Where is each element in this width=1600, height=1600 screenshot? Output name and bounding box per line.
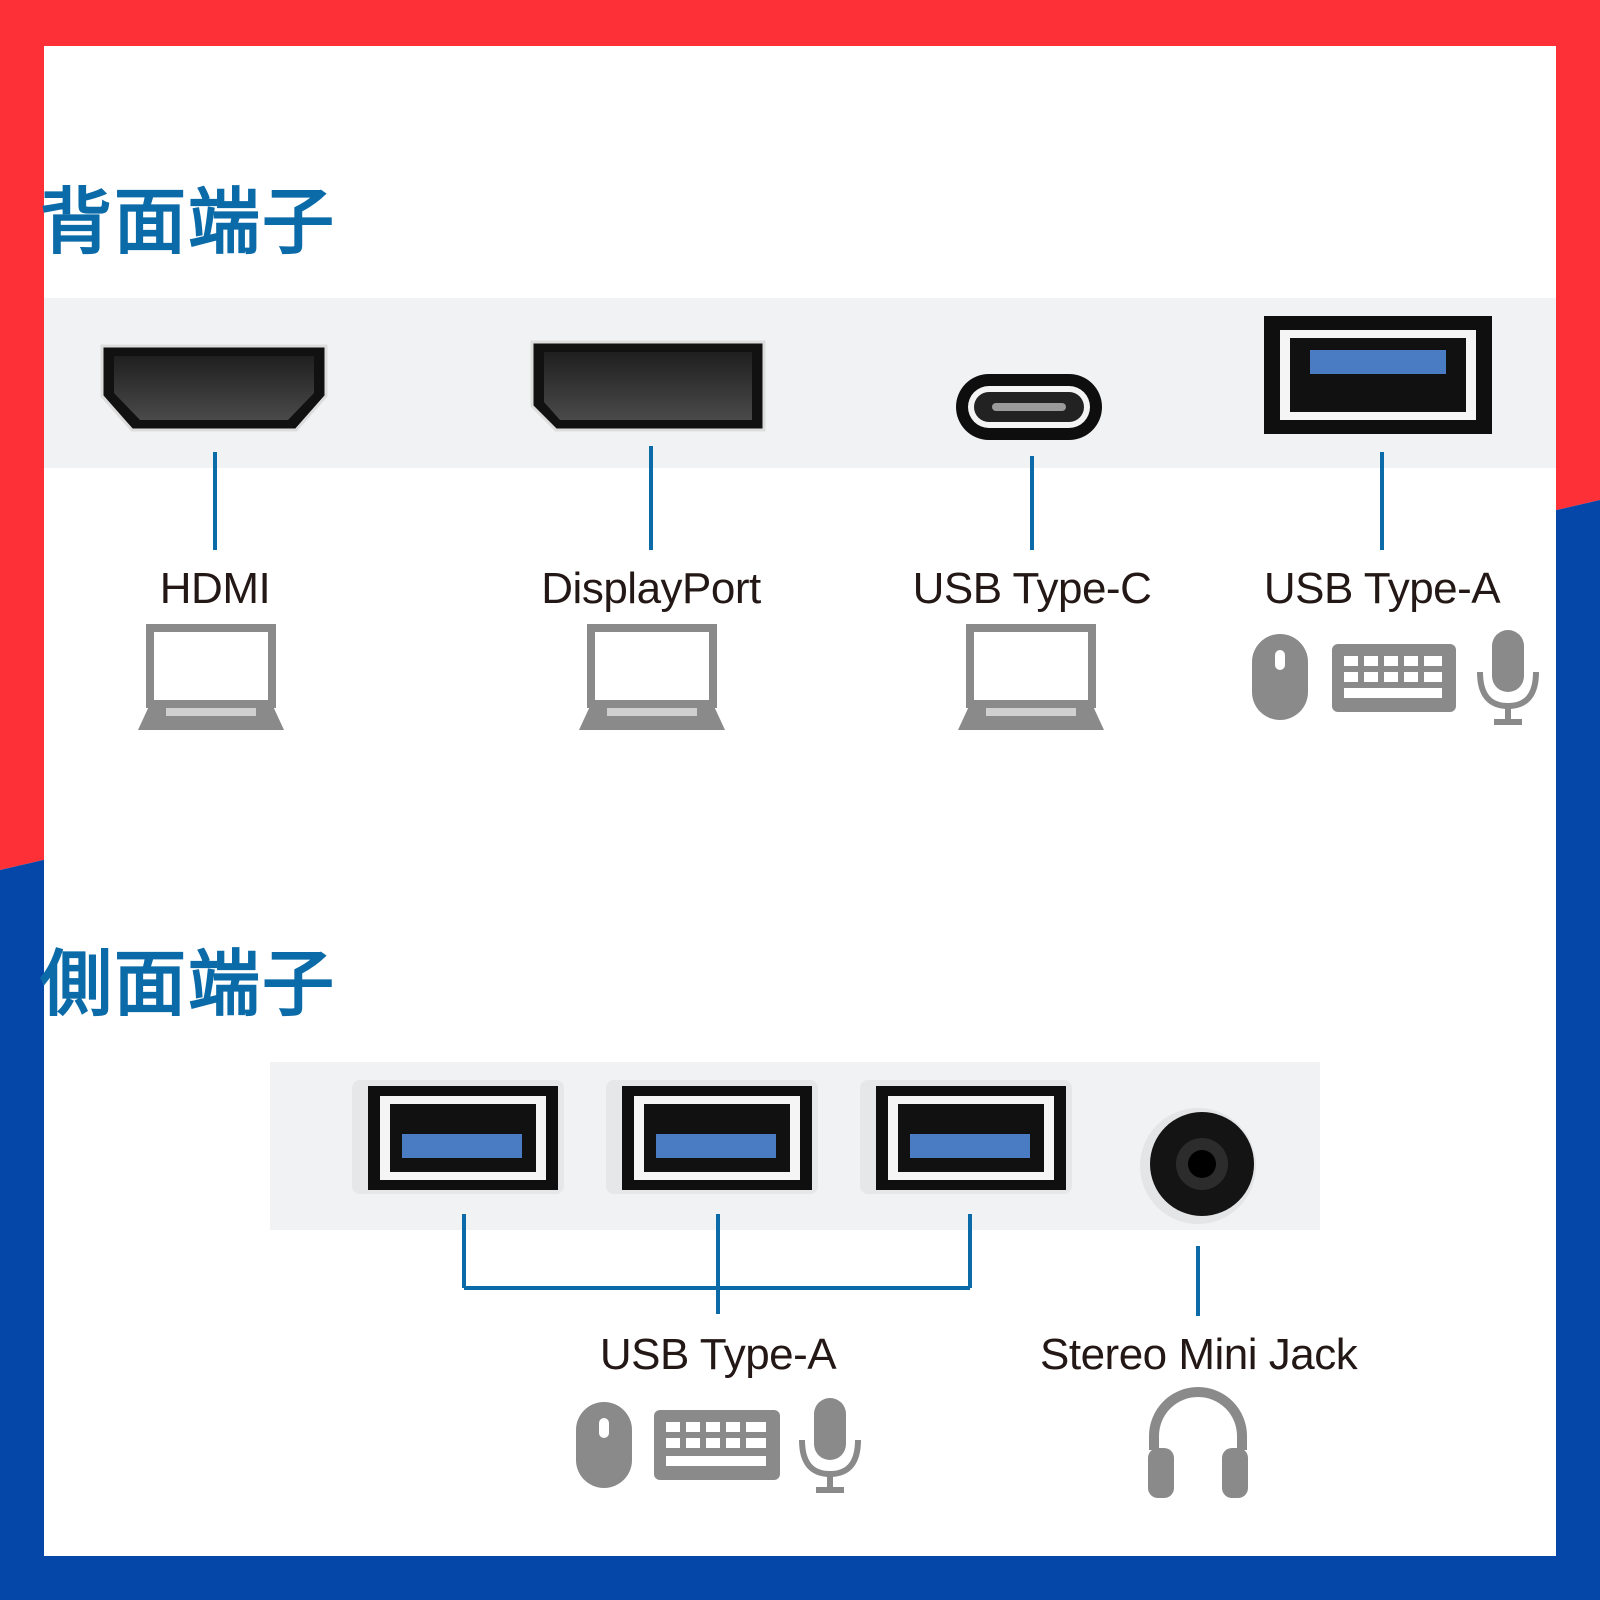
laptop-icon <box>958 624 1104 730</box>
keyboard-icon <box>1332 644 1456 712</box>
side-usb-a-port <box>606 1080 818 1194</box>
stereo-mini-jack-label: Stereo Mini Jack <box>1040 1330 1358 1379</box>
rear-usb-a-port <box>1264 316 1492 434</box>
displayport-port <box>530 340 766 432</box>
side-section-title: 側面端子 <box>40 942 337 1026</box>
keyboard-icon <box>654 1410 780 1480</box>
mouse-icon <box>576 1402 632 1488</box>
side-usb-a-bracket <box>462 1214 972 1314</box>
microphone-icon <box>799 1398 861 1493</box>
stereo-mini-jack-port <box>1140 1108 1256 1224</box>
side-usb-a-port <box>860 1080 1072 1194</box>
rear-section-title: 背面端子 <box>40 180 337 264</box>
mouse-icon <box>1252 634 1308 720</box>
side-usb-a-port <box>352 1080 564 1194</box>
microphone-icon <box>1477 630 1539 725</box>
frame-inner-white <box>44 46 1556 1556</box>
side-usb-a-label: USB Type-A <box>599 1330 837 1379</box>
usb-c-label: USB Type-C <box>912 564 1152 613</box>
laptop-icon <box>138 624 284 730</box>
rear-usb-a-label: USB Type-A <box>1263 564 1501 613</box>
headphones-icon <box>1148 1387 1248 1498</box>
hdmi-label: HDMI <box>159 564 271 613</box>
displayport-label: DisplayPort <box>541 564 761 613</box>
laptop-icon <box>579 624 725 730</box>
usb-c-port <box>956 374 1102 440</box>
hdmi-port <box>100 344 328 432</box>
